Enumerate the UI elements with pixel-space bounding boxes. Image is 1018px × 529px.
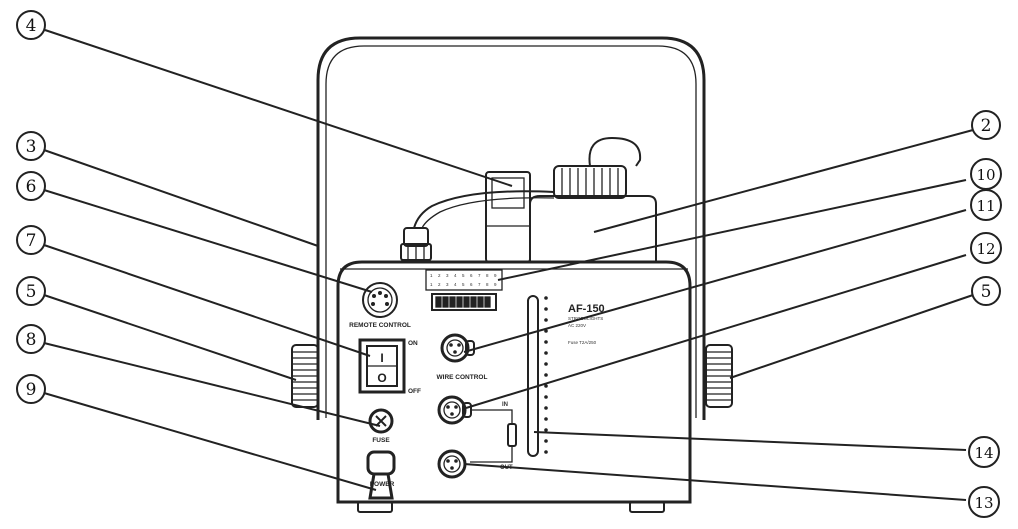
dip-num: 4 — [454, 273, 457, 278]
callout-number: 5 — [981, 282, 992, 302]
dip-num: 6 — [470, 273, 473, 278]
wire-control-connector[interactable] — [440, 333, 475, 363]
dip-num: 4 — [454, 282, 457, 287]
callout-number: 2 — [981, 116, 992, 136]
fuse-label: FUSE — [372, 437, 390, 444]
power-cable — [366, 450, 396, 500]
dip-num: 1 — [430, 273, 433, 278]
indicator-slot — [527, 295, 539, 457]
dip-num: 5 — [462, 282, 465, 287]
dip-num: 8 — [486, 282, 489, 287]
leader-lines — [43, 29, 974, 501]
callout-number: 6 — [26, 177, 37, 197]
on-label: ON — [408, 340, 418, 347]
callout-11: 11 — [970, 189, 1002, 221]
callout-number: 13 — [974, 494, 993, 512]
handle-frame — [316, 36, 706, 420]
brand-label: AF-150 — [568, 303, 605, 315]
callout-6: 6 — [16, 171, 46, 201]
power-switch[interactable] — [358, 338, 406, 394]
dip-number-row: 1 2 3 4 5 6 7 8 9 1 2 3 4 5 6 7 8 9 — [430, 273, 497, 287]
callout-7: 7 — [16, 225, 46, 255]
foot-left — [357, 501, 393, 513]
callout-10: 10 — [970, 158, 1002, 190]
off-label: OFF — [408, 388, 421, 395]
dip-num: 5 — [462, 273, 465, 278]
callout-number: 5 — [26, 282, 37, 302]
dip-num: 2 — [438, 282, 441, 287]
callout-8: 8 — [16, 324, 46, 354]
callout-13: 13 — [968, 486, 1000, 518]
callout-number: 8 — [26, 330, 37, 350]
wire-control-label: WIRE CONTROL — [437, 374, 488, 381]
fuse-holder[interactable] — [368, 408, 394, 434]
dip-num: 2 — [438, 273, 441, 278]
dip-num: 7 — [478, 282, 481, 287]
remote-control-port[interactable] — [362, 282, 398, 318]
dmx-out-connector[interactable] — [437, 449, 467, 479]
dip-num: 1 — [430, 282, 433, 287]
handle-frame-inner — [325, 45, 697, 418]
dip-num: 9 — [494, 273, 497, 278]
foot-right — [629, 501, 665, 513]
dip-num: 3 — [446, 282, 449, 287]
callout-number: 3 — [26, 137, 37, 157]
switch-off-glyph: O — [377, 371, 386, 385]
dip-num: 3 — [446, 273, 449, 278]
callout-number: 9 — [26, 380, 37, 400]
terminator-resistor — [507, 423, 517, 447]
brand-sub-3: Fuse T2A/250 — [568, 340, 597, 345]
hose — [413, 190, 555, 229]
dip-num: 6 — [470, 282, 473, 287]
callout-9: 9 — [16, 374, 46, 404]
dmx-in-connector[interactable] — [437, 395, 472, 425]
power-label: POWER — [370, 481, 395, 488]
remote-control-label: REMOTE CONTROL — [349, 322, 411, 329]
callout-14: 14 — [968, 436, 1000, 468]
dip-num: 7 — [478, 273, 481, 278]
dip-num: 8 — [486, 273, 489, 278]
vent-dots — [544, 296, 548, 454]
callout-number: 4 — [26, 16, 37, 36]
callout-2: 2 — [971, 110, 1001, 140]
callout-number: 11 — [976, 197, 995, 215]
callout-number: 10 — [976, 166, 995, 184]
callout-number: 14 — [974, 444, 993, 462]
brand-sub-2: AC 220V — [568, 323, 586, 328]
callout-12: 12 — [970, 232, 1002, 264]
switch-on-glyph: I — [380, 351, 383, 365]
callout-3: 3 — [16, 131, 46, 161]
dip-num: 9 — [494, 282, 497, 287]
fluid-tank — [529, 136, 657, 263]
cable-gland — [400, 227, 432, 261]
side-knob-left — [291, 344, 319, 408]
in-label: IN — [502, 402, 508, 408]
callout-number: 12 — [976, 240, 995, 258]
callout-5-right: 5 — [971, 276, 1001, 306]
main-housing — [336, 260, 692, 504]
side-knob-right — [705, 344, 733, 408]
callout-4: 4 — [16, 10, 46, 40]
callout-5-left: 5 — [16, 276, 46, 306]
callout-number: 7 — [26, 231, 37, 251]
